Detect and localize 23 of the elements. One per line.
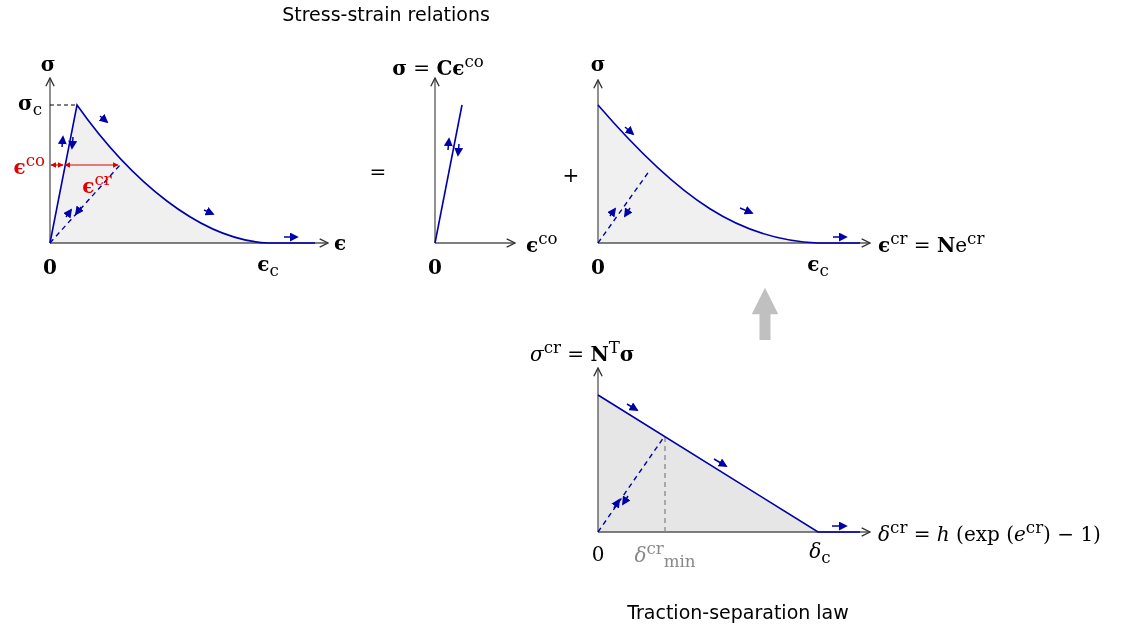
axis-tick-label: σ$_{c}$ [17,93,42,119]
axis-tick-label: 0 [591,544,605,564]
strain-label: ϵ$^{co}$ [13,153,45,177]
equation-label: σ$^{cr}$ = N$^{T}$σ [530,340,635,364]
axis-tick-label: ϵ$_{c}$ [257,254,279,280]
axis-label: δ$^{cr}$ = h (exp (e$^{cr}$) − 1) [878,520,1101,544]
operator-sign: + [562,165,580,185]
axis-label: ϵ$^{cr}$ = Ne$^{cr}$ [878,231,985,255]
axis-tick-label: 0 [43,257,57,277]
title: Stress-strain relations [282,3,490,25]
axis-tick-label: δ$_{c}$ [809,541,831,567]
axis-label: ϵ$^{co}$ [526,231,558,255]
axis-label: σ [40,54,56,74]
axis-tick-label: 0 [591,257,605,277]
operator-sign: = [369,162,387,182]
equation-label: σ = Cϵ$^{co}$ [392,54,484,78]
axis-tick-label: 0 [428,257,442,277]
axis-label: ϵ [334,233,347,253]
strain-label: ϵ$^{cr}$ [82,172,112,196]
arrow [751,287,779,340]
axis-label: σ [590,54,606,74]
axis-tick-label: ϵ$_{c}$ [807,254,829,280]
caption: Traction-separation law [627,601,849,623]
